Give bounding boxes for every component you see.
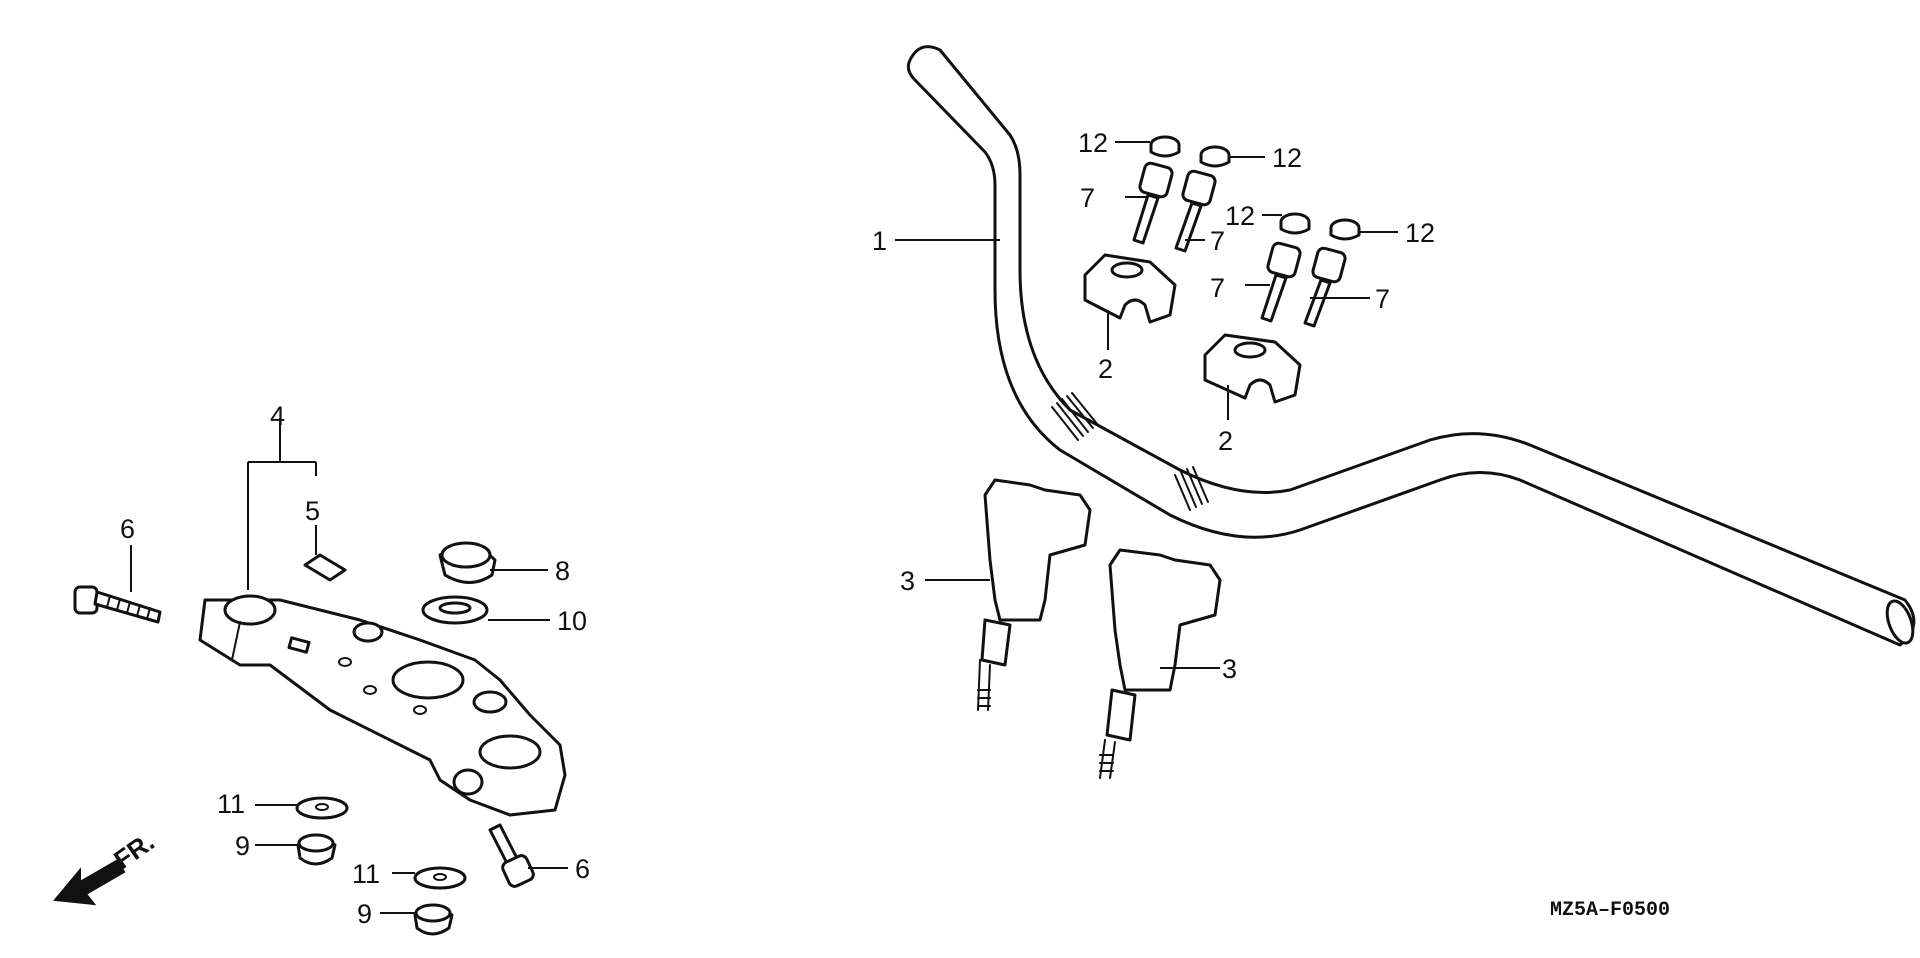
bolt-7-b <box>1174 169 1217 253</box>
callout-3a: 3 <box>900 566 915 596</box>
plate-5 <box>303 553 347 582</box>
callout-9a: 9 <box>235 831 250 861</box>
callout-12d: 12 <box>1405 218 1435 248</box>
nut-9-b <box>413 903 454 936</box>
forward-arrow-icon <box>53 858 126 906</box>
bolt-7-a <box>1132 161 1174 245</box>
callout-12b: 12 <box>1272 143 1302 173</box>
callout-5: 5 <box>305 496 320 526</box>
handlebar-part <box>906 45 1916 647</box>
washer-12-d <box>1329 218 1361 241</box>
callout-9b: 9 <box>357 899 372 929</box>
nut-8 <box>438 541 497 584</box>
riser-left <box>977 478 1092 711</box>
washer-11-a <box>295 796 349 820</box>
callout-1: 1 <box>872 226 887 256</box>
callout-11b: 11 <box>352 859 380 889</box>
callout-4: 4 <box>270 401 285 431</box>
diagram-code: MZ5A–F0500 <box>1550 899 1670 922</box>
riser-right <box>1099 548 1222 779</box>
callout-12a: 12 <box>1078 128 1108 158</box>
callout-6b: 6 <box>575 854 590 884</box>
callout-2a: 2 <box>1098 354 1113 384</box>
nut-9-a <box>296 833 337 866</box>
callout-7b: 7 <box>1210 226 1225 256</box>
bolt-7-d <box>1303 246 1347 328</box>
callout-10: 10 <box>557 606 587 636</box>
bolt-7-c <box>1260 241 1302 323</box>
callout-8: 8 <box>555 556 570 586</box>
bolt-6-right <box>488 823 535 888</box>
leader-lines <box>130 141 1398 914</box>
upper-holder-left <box>1083 253 1177 324</box>
callout-11a: 11 <box>217 789 245 819</box>
callout-6a: 6 <box>120 514 135 544</box>
washer-11-b <box>413 866 467 890</box>
callout-7a: 7 <box>1080 183 1095 213</box>
callout-3b: 3 <box>1222 654 1237 684</box>
washer-10 <box>421 595 489 625</box>
callout-7c: 7 <box>1210 273 1225 303</box>
washer-12-a <box>1149 135 1181 158</box>
washer-12-c <box>1279 212 1311 235</box>
top-bridge-part <box>198 594 567 817</box>
callout-12c: 12 <box>1225 201 1255 231</box>
upper-holder-right <box>1203 333 1302 404</box>
callout-2b: 2 <box>1218 426 1233 456</box>
bolt-6-left <box>73 585 162 624</box>
washer-12-b <box>1199 145 1231 168</box>
callout-7d: 7 <box>1375 284 1390 314</box>
